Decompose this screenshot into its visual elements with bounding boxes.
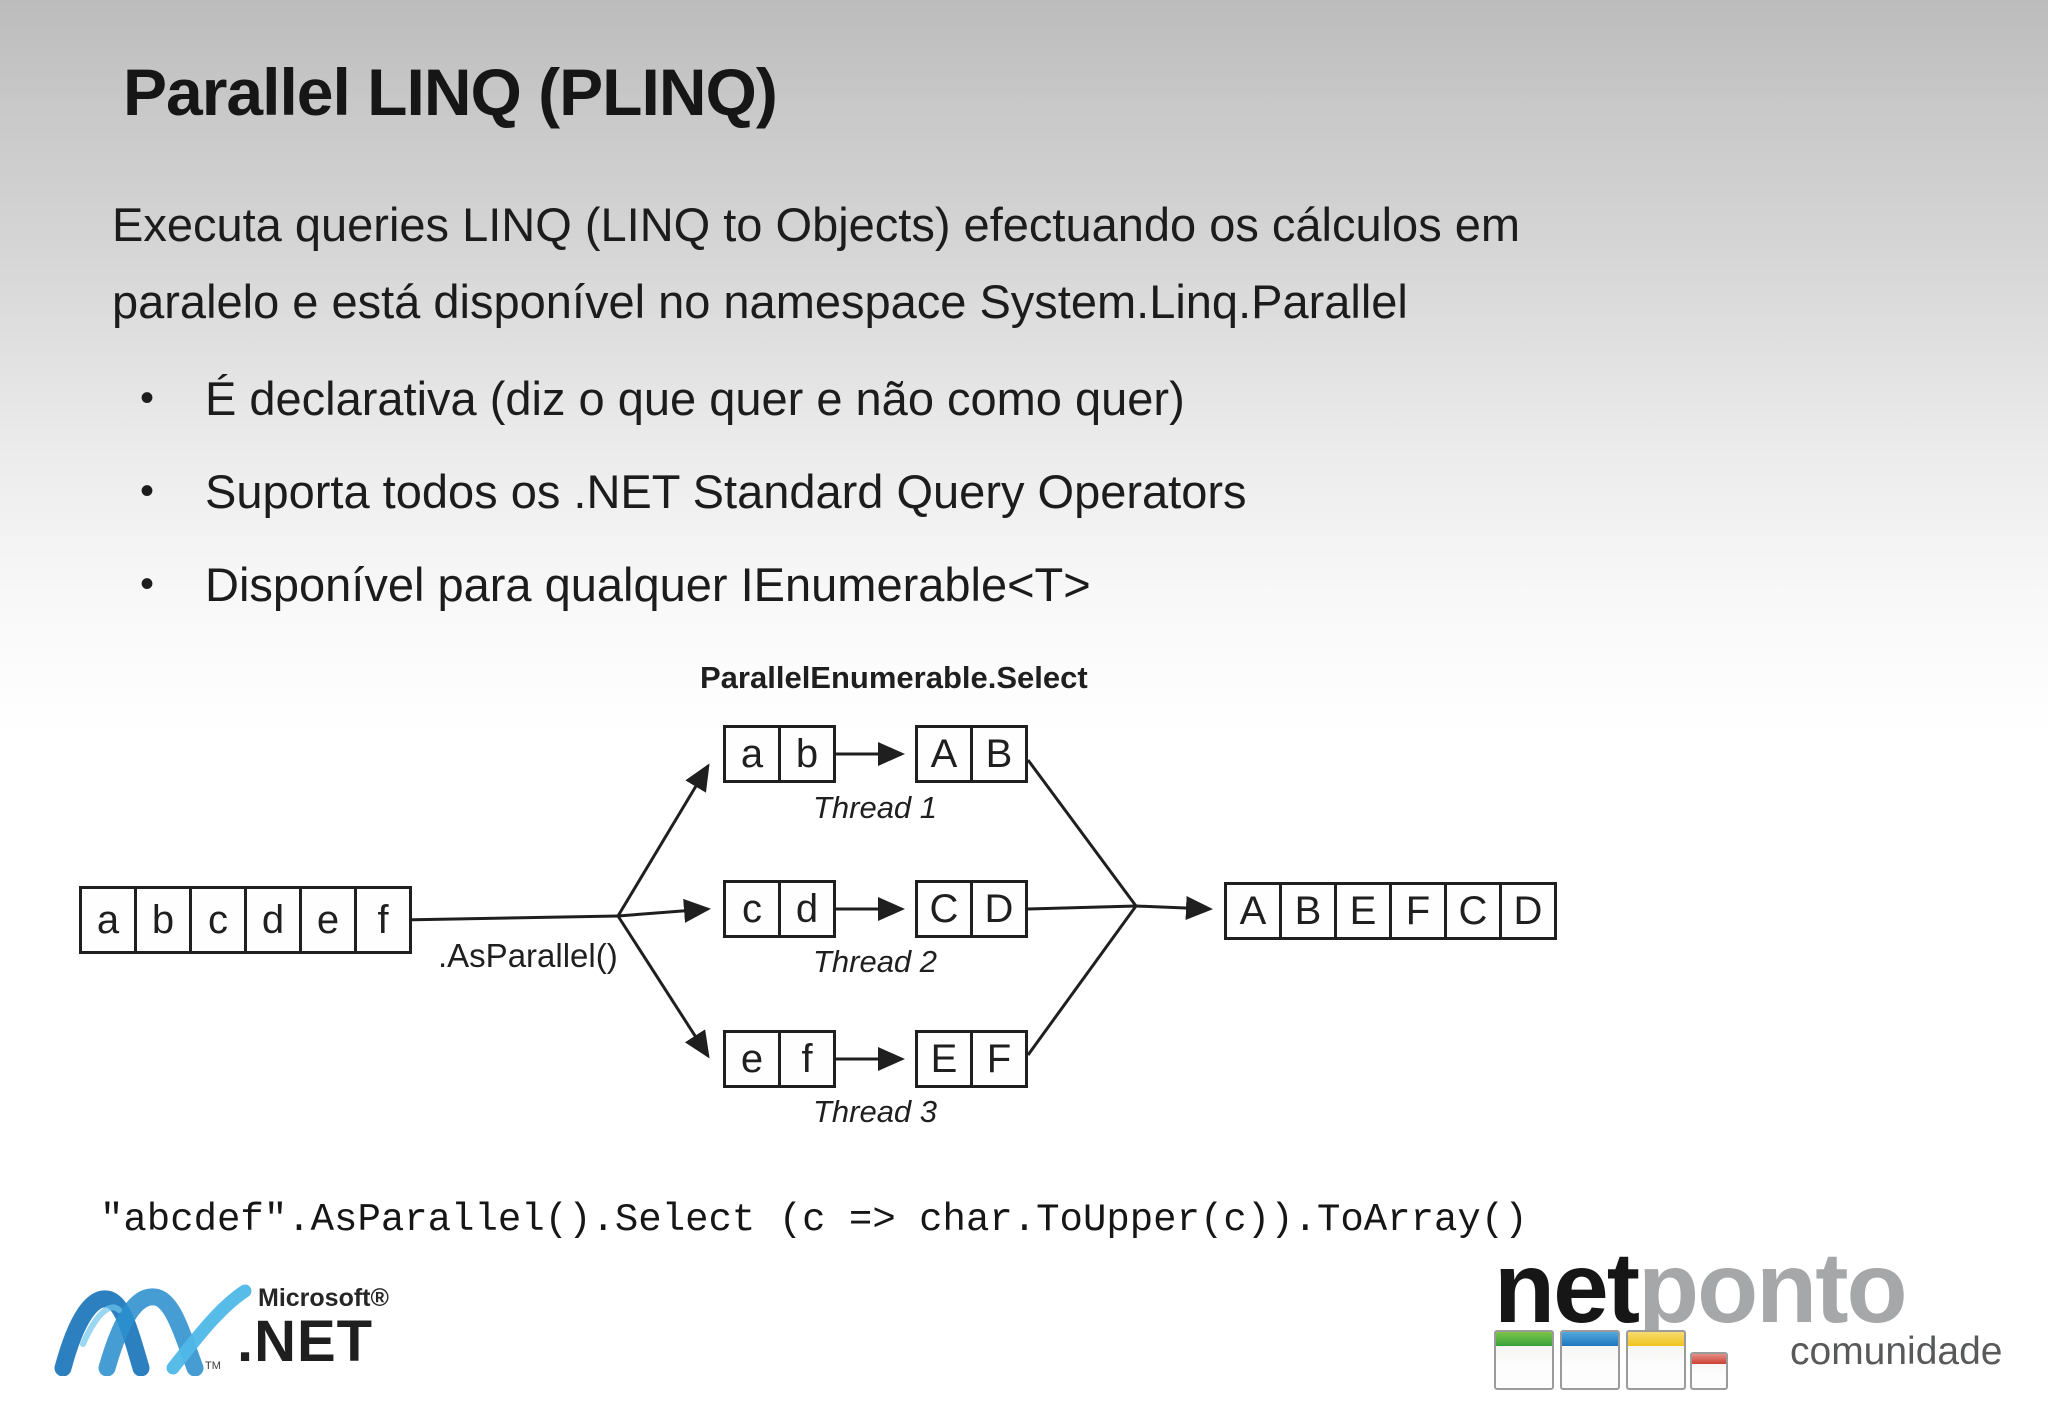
thread-cell: a [723,725,781,783]
window-titlebar-red [1692,1354,1726,1364]
thread-cell: B [970,725,1028,783]
thread1-output-pair: A B [915,725,1028,783]
thread3-label: Thread 3 [812,1094,938,1129]
input-array-cell: e [299,886,357,954]
output-array-cell: F [1389,882,1447,940]
intro-line-2: paralelo e está disponível no namespace … [112,275,1408,328]
as-parallel-label: .AsParallel() [438,937,618,974]
thread-cell: e [723,1030,781,1088]
bullet-marker: • [140,469,155,513]
intro-paragraph: Executa queries LINQ (LINQ to Objects) e… [112,186,1520,340]
input-array-cell: a [79,886,137,954]
code-sample: "abcdef".AsParallel().Select (c => char.… [100,1198,1528,1242]
thread1-input-pair: a b [723,725,836,783]
output-array-cell: A [1224,882,1282,940]
window-titlebar-yellow [1628,1332,1684,1346]
thread-cell: A [915,725,973,783]
microsoft-brand-text: Microsoft® [258,1284,389,1312]
bullet-list: • É declarativa (diz o que quer e não co… [140,352,1247,631]
output-array: A B E F C D [1224,882,1557,940]
netponto-net-text: net [1494,1232,1640,1344]
thread-cell: C [915,880,973,938]
window-titlebar-green [1496,1332,1552,1346]
thread-cell: b [778,725,836,783]
output-array-cell: E [1334,882,1392,940]
output-array-cell: C [1444,882,1502,940]
thread-cell: F [970,1030,1028,1088]
netponto-subtitle: comunidade [1790,1330,2003,1373]
thread-cell: D [970,880,1028,938]
dotnet-wave-icon [54,1284,252,1376]
window-icon-green [1494,1330,1554,1390]
window-icon-red [1690,1352,1728,1390]
window-icon-blue [1560,1330,1620,1390]
input-array-cell: d [244,886,302,954]
tm-mark: TM [205,1360,221,1372]
thread-cell: E [915,1030,973,1088]
bullet-marker: • [140,376,155,420]
dotnet-product-text: .NET [237,1309,374,1374]
thread3-output-pair: E F [915,1030,1028,1088]
thread-cell: f [778,1030,836,1088]
bullet-item: • É declarativa (diz o que quer e não co… [140,352,1247,445]
window-titlebar-blue [1562,1332,1618,1346]
diagram-title: ParallelEnumerable.Select [700,660,1088,695]
netponto-logo-text: netponto [1494,1238,1908,1338]
output-array-cell: B [1279,882,1337,940]
thread2-label: Thread 2 [812,944,938,979]
intro-line-1: Executa queries LINQ (LINQ to Objects) e… [112,198,1521,251]
input-array-cell: f [354,886,412,954]
thread2-output-pair: C D [915,880,1028,938]
window-icon-yellow [1626,1330,1686,1390]
input-array-cell: b [134,886,192,954]
bullet-text: Suporta todos os .NET Standard Query Ope… [205,465,1247,518]
thread1-label: Thread 1 [812,790,938,825]
netponto-ponto-text: ponto [1638,1232,1908,1344]
input-array: a b c d e f [79,886,412,954]
bullet-item: • Suporta todos os .NET Standard Query O… [140,445,1247,538]
bullet-text: É declarativa (diz o que quer e não como… [205,372,1185,425]
page-title: Parallel LINQ (PLINQ) [123,55,778,129]
thread-cell: c [723,880,781,938]
thread3-input-pair: e f [723,1030,836,1088]
bullet-item: • Disponível para qualquer IEnumerable<T… [140,538,1247,631]
thread-cell: d [778,880,836,938]
bullet-marker: • [140,562,155,606]
thread2-input-pair: c d [723,880,836,938]
input-array-cell: c [189,886,247,954]
bullet-text: Disponível para qualquer IEnumerable<T> [205,558,1091,611]
microsoft-dotnet-logo: Microsoft® .NET TM [45,1278,425,1408]
output-array-cell: D [1499,882,1557,940]
